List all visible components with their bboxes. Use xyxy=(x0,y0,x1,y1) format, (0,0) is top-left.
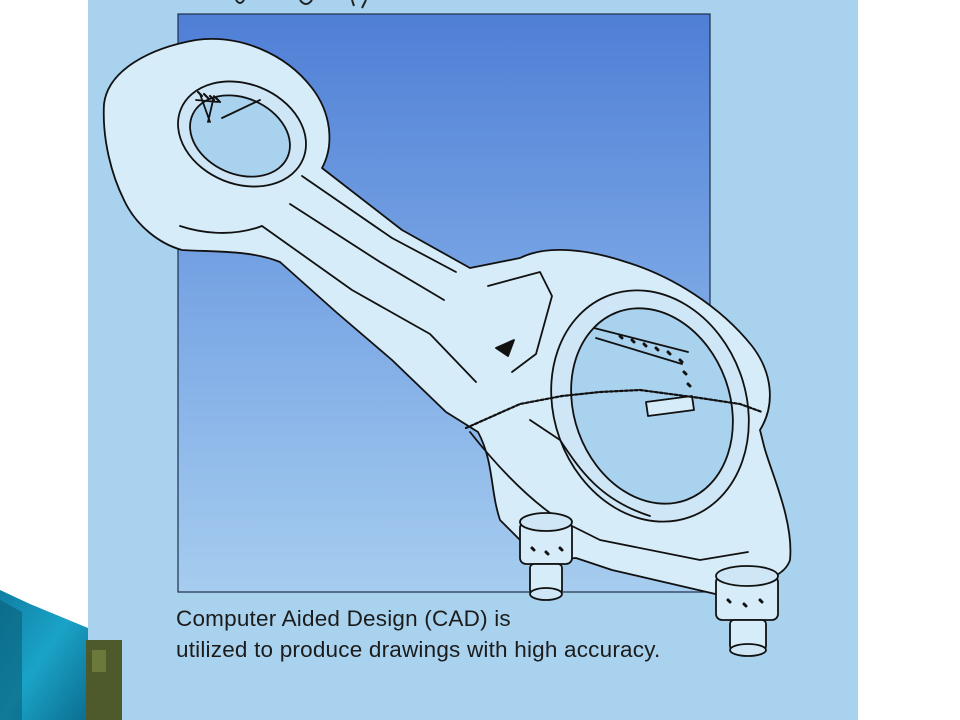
teal-corner-shadow xyxy=(0,600,22,720)
oil-hole-mark xyxy=(495,339,515,357)
shank-rib-lower xyxy=(261,225,477,383)
bolt-left xyxy=(519,512,573,601)
shank-flange xyxy=(179,225,263,234)
connecting-rod-drawing xyxy=(102,38,792,657)
caption-line-1: Computer Aided Design (CAD) is xyxy=(176,606,511,631)
cap-inner-ledge xyxy=(529,419,651,517)
caption-line-2: utilized to produce drawings with high a… xyxy=(176,637,661,662)
bolt-right xyxy=(715,565,779,657)
green-figure-detail xyxy=(92,650,106,672)
bearing-holes xyxy=(593,327,689,365)
bearing-slots xyxy=(645,395,695,417)
bearing-dots xyxy=(618,334,692,388)
cap-split-line xyxy=(464,388,764,430)
shank-rib-upper xyxy=(301,175,457,273)
shank-rib-middle xyxy=(289,203,445,301)
shoulder-detail xyxy=(487,271,553,373)
small-end-serrations xyxy=(196,90,222,104)
cropped-top-text xyxy=(235,0,367,9)
small-end-bushing-detail xyxy=(195,93,261,123)
